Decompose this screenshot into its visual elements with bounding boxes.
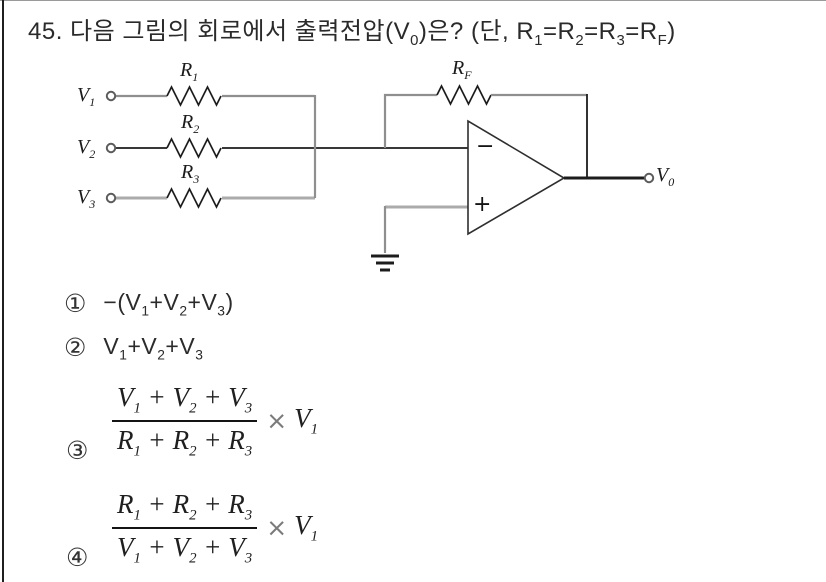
choice-3-number: ③ xyxy=(66,436,89,465)
input-terminal-v1 xyxy=(105,90,117,102)
fraction-bar xyxy=(112,419,258,422)
choice-3-multiplier: V1 xyxy=(294,403,319,438)
input-terminal-v3 xyxy=(105,192,117,204)
choice-3-fraction: V1 + V2 + V3 R1 + R2 + R3 xyxy=(112,381,258,461)
choice-4-fraction: R1 + R2 + R3 V1 + V2 + V3 xyxy=(112,488,258,568)
choice-4-multiplier: V1 xyxy=(294,510,319,545)
minus-input-sign: − xyxy=(476,134,495,159)
top-border-line xyxy=(0,0,826,1)
label-r2: R2 xyxy=(181,111,200,136)
choice-1-number: ① xyxy=(64,289,87,319)
label-v1: V1 xyxy=(77,84,96,109)
choice-4-numerator: R1 + R2 + R3 xyxy=(117,489,253,524)
choice-4-denominator: V1 + V2 + V3 xyxy=(117,531,253,567)
input-terminal-v2 xyxy=(105,142,117,154)
choice-2-formula: V1+V2+V3 xyxy=(103,333,204,363)
resistor-r2 xyxy=(166,137,222,159)
label-v0: V0 xyxy=(656,164,675,189)
answer-choice-3: ③ V1 + V2 + V3 R1 + R2 + R3 × V1 xyxy=(66,381,319,465)
ground-icon xyxy=(371,254,399,272)
answer-choice-2: ② V1+V2+V3 xyxy=(64,333,203,363)
multiply-sign: × xyxy=(266,513,288,543)
feedback-wire-left xyxy=(383,93,437,148)
choice-3-denominator: R1 + R2 + R3 xyxy=(117,424,253,460)
label-v3: V3 xyxy=(77,186,96,211)
choice-2-number: ② xyxy=(64,333,87,363)
label-r1: R1 xyxy=(180,59,199,84)
choice-4-number: ④ xyxy=(66,543,89,572)
answer-choice-4: ④ R1 + R2 + R3 V1 + V2 + V3 × V1 xyxy=(66,488,319,572)
multiply-sign: × xyxy=(266,406,288,436)
label-r3: R3 xyxy=(181,161,200,186)
plus-input-sign: + xyxy=(473,192,492,217)
resistor-r3 xyxy=(166,187,222,209)
resistor-rf xyxy=(436,84,492,106)
label-rf: RF xyxy=(452,57,472,82)
output-terminal-v0 xyxy=(643,172,655,184)
opamp-triangle xyxy=(467,119,566,236)
answer-choice-1: ① −(V1+V2+V3) xyxy=(64,289,234,319)
resistor-r1 xyxy=(166,85,222,107)
choice-3-numerator: V1 + V2 + V3 xyxy=(117,382,253,417)
label-v2: V2 xyxy=(77,136,96,161)
left-border-line xyxy=(2,0,4,582)
question-title: 45. 다음 그림의 회로에서 출력전압(V0)은? (단, R1=R2=R3=… xyxy=(28,18,676,49)
choice-1-formula: −(V1+V2+V3) xyxy=(103,289,234,319)
fraction-bar xyxy=(112,526,258,529)
